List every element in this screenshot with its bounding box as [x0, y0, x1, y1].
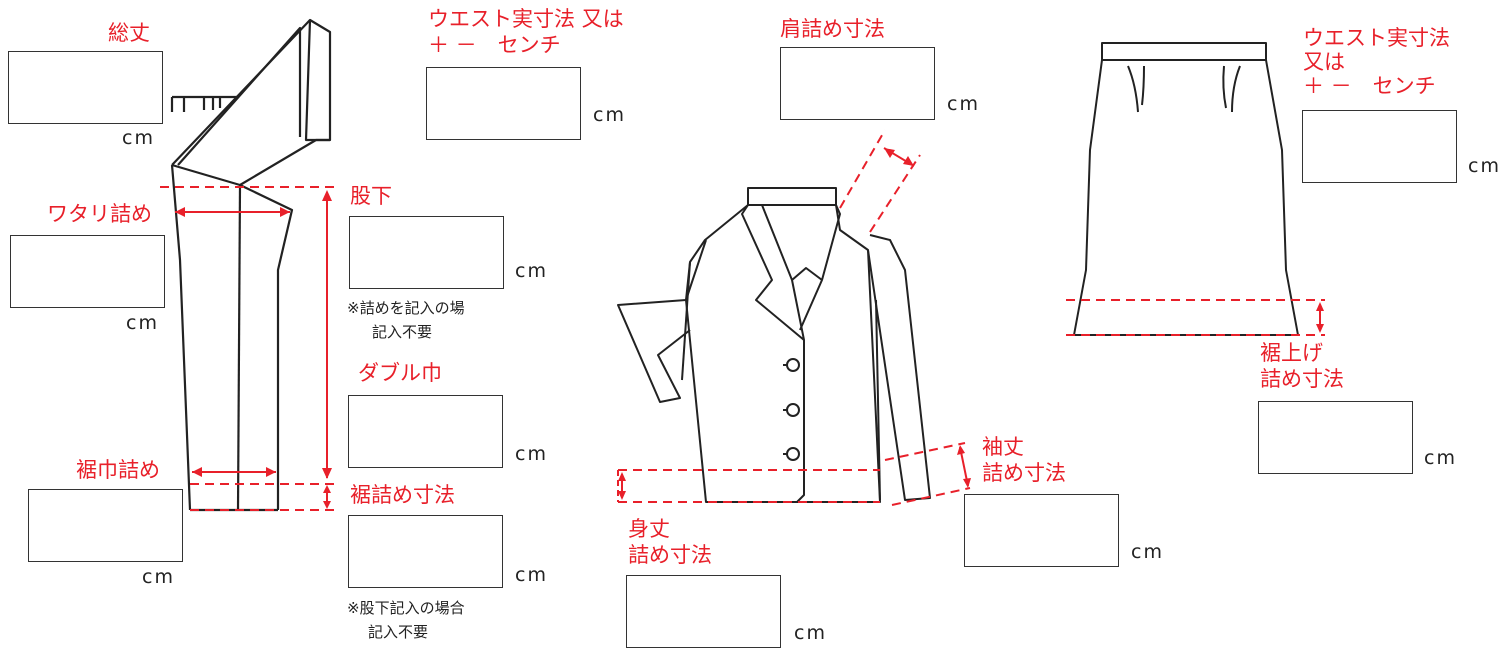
body-input[interactable] — [626, 575, 781, 648]
body-label-line2: 詰め寸法 — [628, 543, 712, 567]
skirt-hem-label-line1: 裾上げ — [1260, 341, 1323, 365]
hem-note-line2: 記入不要 — [368, 623, 429, 641]
hem-input[interactable] — [348, 515, 503, 588]
body-unit: cm — [794, 622, 827, 644]
inseam-note-line1: ※詰めを記入の場 — [347, 299, 465, 317]
sleeve-label-line1: 袖丈 — [982, 435, 1024, 459]
inseam-unit: cm — [515, 260, 548, 282]
skirt-dimension-lines — [1066, 299, 1325, 336]
skirt-hem-label-line2: 詰め寸法 — [1260, 367, 1344, 391]
jacket-dimension-lines — [617, 129, 971, 506]
skirt-drawing — [1073, 42, 1299, 336]
body-label-line1: 身丈 — [628, 517, 670, 541]
inseam-note-line2: 記入不要 — [372, 323, 433, 341]
total-length-input[interactable] — [8, 51, 163, 124]
hem-unit: cm — [515, 564, 548, 586]
shoulder-input[interactable] — [780, 47, 935, 120]
skirt-waist-unit: cm — [1468, 155, 1501, 177]
pants-waist-input[interactable] — [426, 67, 581, 140]
hem-label: 裾詰め寸法 — [350, 483, 455, 507]
skirt-hem-unit: cm — [1424, 447, 1457, 469]
double-width-unit: cm — [515, 443, 548, 465]
pants-waist-label-line1: ウエスト実寸法 又は — [428, 7, 624, 31]
sleeve-unit: cm — [1131, 541, 1164, 563]
skirt-waist-label-line2: 又は — [1303, 50, 1345, 74]
pants-waist-label-line2: ＋ － センチ — [428, 33, 561, 57]
skirt-hem-input[interactable] — [1258, 401, 1413, 474]
pants-waist-unit: cm — [593, 104, 626, 126]
thigh-input[interactable] — [10, 235, 165, 308]
hem-note-line1: ※股下記入の場合 — [347, 599, 465, 617]
skirt-waist-label-line1: ウエスト実寸法 — [1303, 26, 1450, 50]
pants-dimension-lines — [160, 186, 335, 511]
double-width-label: ダブル巾 — [358, 361, 442, 385]
hem-width-label: 裾巾詰め — [76, 458, 160, 482]
sleeve-input[interactable] — [964, 494, 1119, 567]
shoulder-label: 肩詰め寸法 — [780, 17, 885, 41]
inseam-label: 股下 — [350, 184, 392, 208]
sleeve-label-line2: 詰め寸法 — [982, 461, 1066, 485]
hem-width-unit: cm — [142, 566, 175, 588]
skirt-waist-label-line3: ＋ － センチ — [1303, 74, 1436, 98]
total-length-unit: cm — [122, 127, 155, 149]
double-width-input[interactable] — [348, 395, 503, 468]
hem-width-input[interactable] — [28, 489, 183, 562]
skirt-waist-input[interactable] — [1302, 110, 1457, 183]
pants-drawing — [170, 18, 332, 512]
jacket-drawing — [617, 187, 931, 503]
thigh-label: ワタリ詰め — [47, 202, 152, 226]
total-length-label: 総丈 — [108, 21, 150, 45]
inseam-input[interactable] — [349, 216, 504, 289]
thigh-unit: cm — [126, 312, 159, 334]
shoulder-unit: cm — [947, 93, 980, 115]
